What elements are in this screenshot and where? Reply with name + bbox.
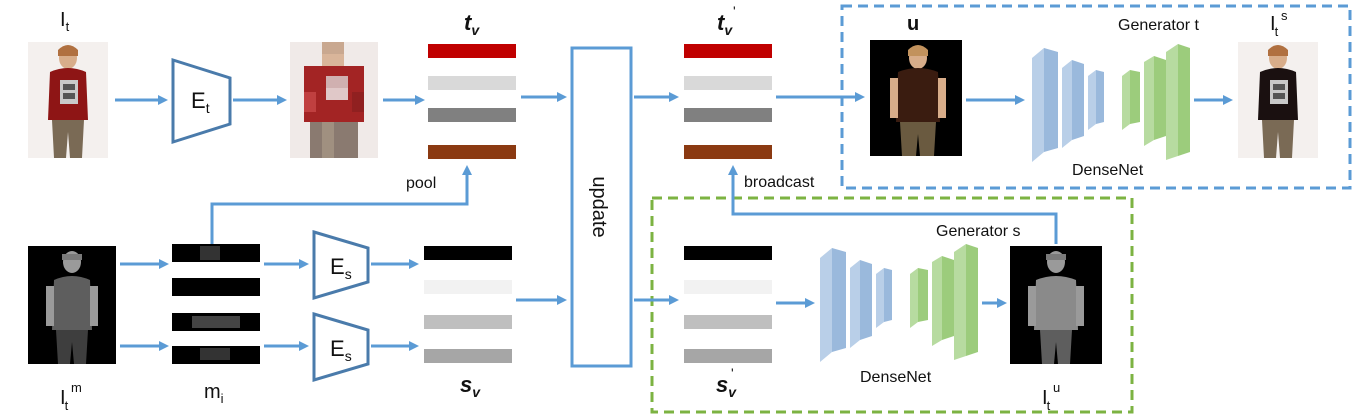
output-segmentation-itu — [1010, 246, 1102, 364]
tv-bar-4 — [428, 145, 516, 159]
sv-prime-bar-3 — [684, 315, 772, 329]
tv-prime-bars — [684, 44, 772, 159]
label-generator-s: Generator s — [936, 223, 1020, 240]
label-u: u — [907, 13, 919, 35]
sv-prime-bar-2 — [684, 280, 772, 294]
tv-bar-2 — [428, 76, 516, 90]
sv-bar-3 — [424, 315, 512, 329]
label-densenet-top: DenseNet — [1072, 162, 1144, 179]
sv-bar-4 — [424, 349, 512, 363]
tv-prime-bar-4 — [684, 145, 772, 159]
encoder-et — [171, 57, 232, 145]
label-sv-prime-mark: ' — [731, 365, 734, 381]
tv-bars — [428, 44, 516, 159]
label-sv: sv — [460, 372, 481, 400]
label-its: It — [1270, 13, 1279, 39]
image-u — [870, 40, 962, 156]
label-pool: pool — [406, 175, 436, 192]
sv-prime-bar-1 — [684, 246, 772, 260]
label-broadcast: broadcast — [744, 174, 815, 191]
tv-prime-bar-2 — [684, 76, 772, 90]
tv-bar-3 — [428, 108, 516, 122]
label-itu: It — [1042, 387, 1051, 413]
label-es-top: Es — [330, 254, 352, 282]
update-box — [570, 46, 633, 368]
tv-prime-bar-1 — [684, 44, 772, 58]
tv-bar-1 — [428, 44, 516, 58]
encoder-es-bottom — [312, 311, 370, 383]
label-densenet-bottom: DenseNet — [860, 369, 932, 386]
label-it: It — [60, 9, 70, 34]
label-mi: mi — [204, 381, 224, 406]
label-sv-prime: sv — [716, 372, 737, 400]
generator-s-box — [650, 196, 1134, 414]
arrow-pool — [210, 165, 472, 244]
label-update: update — [588, 176, 610, 237]
label-itm-sup: m — [71, 380, 82, 395]
sv-bars — [424, 246, 512, 363]
encoder-es-top — [312, 229, 370, 301]
label-et: Et — [191, 88, 210, 116]
label-es-bottom: Es — [330, 336, 352, 364]
label-tv: tv — [464, 10, 480, 38]
label-itu-sup: u — [1053, 380, 1060, 395]
pooled-texture-image — [290, 42, 378, 158]
sv-bar-1 — [424, 246, 512, 260]
arrow-broadcast — [728, 165, 1058, 244]
label-its-sup: s — [1281, 8, 1288, 23]
densenet-generator-t — [1032, 44, 1190, 162]
tv-prime-bar-3 — [684, 108, 772, 122]
sv-prime-bars — [684, 246, 772, 363]
label-tv-prime-mark: ' — [733, 3, 736, 19]
label-generator-t: Generator t — [1118, 17, 1199, 34]
segmentation-image-itm — [28, 246, 116, 364]
mask-2 — [172, 278, 260, 296]
label-itm: It — [60, 387, 69, 413]
sv-bar-2 — [424, 280, 512, 294]
output-image-its — [1238, 42, 1318, 158]
input-image-it — [28, 42, 108, 158]
label-tv-prime: tv — [717, 10, 733, 38]
sv-prime-bar-4 — [684, 349, 772, 363]
mask-stack-mi — [172, 244, 260, 364]
densenet-generator-s — [820, 244, 978, 362]
